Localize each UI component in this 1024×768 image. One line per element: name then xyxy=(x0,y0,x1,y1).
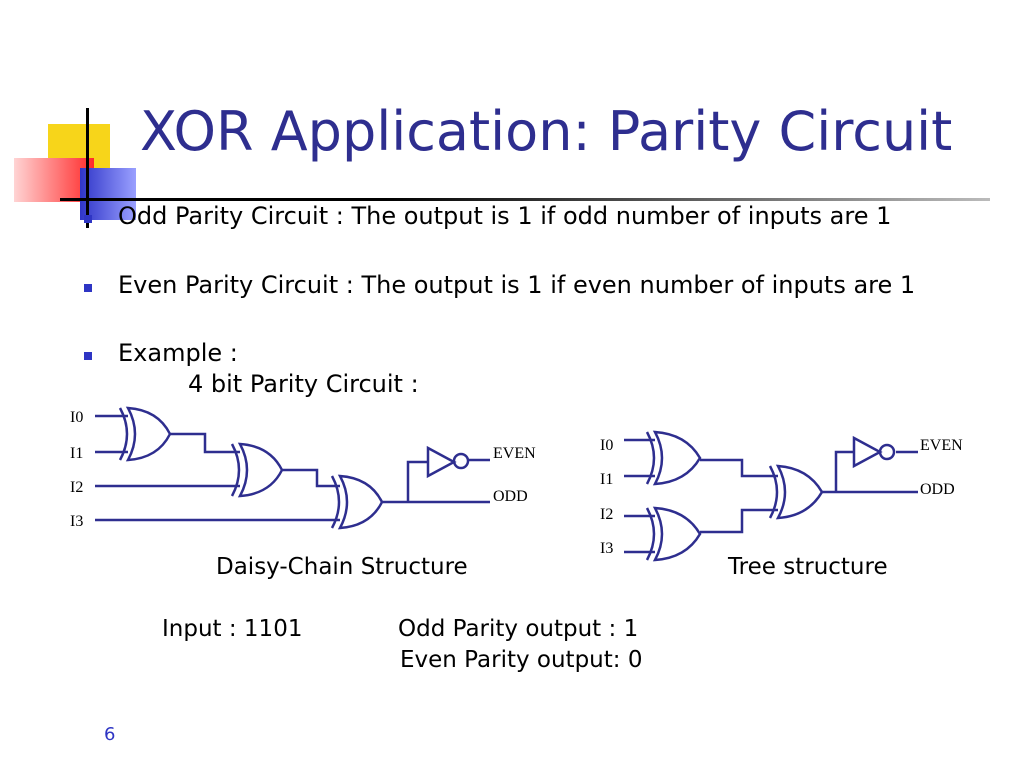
xor-gate-b-back xyxy=(645,507,656,561)
not-gate-bubble xyxy=(878,443,896,461)
xor-gate-c-back xyxy=(768,465,779,519)
xor-gate-1 xyxy=(125,406,172,462)
tree-output-label: ODD xyxy=(920,481,955,498)
daisy-wires xyxy=(95,414,490,522)
xor-gate-c xyxy=(775,464,824,520)
not-gate xyxy=(852,435,883,469)
daisy-labels: I0 I1 I2 I3 EVEN ODD xyxy=(70,409,536,530)
xor-gate-a xyxy=(652,430,702,486)
daisy-chain-caption: Daisy-Chain Structure xyxy=(216,554,468,580)
xor-gate-1-back xyxy=(118,407,129,461)
tree-output-label: EVEN xyxy=(920,437,963,454)
tree-circuit xyxy=(624,430,918,562)
page-number: 6 xyxy=(104,724,116,745)
even-parity-output: Even Parity output: 0 xyxy=(400,647,643,673)
example-input: Input : 1101 xyxy=(162,616,303,642)
bullet-subtext: 4 bit Parity Circuit : xyxy=(188,370,419,398)
tree-input-label: I1 xyxy=(600,471,613,488)
daisy-input-label: I2 xyxy=(70,479,83,496)
daisy-output-label: ODD xyxy=(493,488,528,505)
decor-vertical-line xyxy=(86,108,89,228)
bullet-marker-icon xyxy=(84,215,92,223)
daisy-output-label: EVEN xyxy=(493,445,536,462)
bullet-marker-icon xyxy=(84,284,92,292)
bullet-text: Even Parity Circuit : The output is 1 if… xyxy=(118,271,916,299)
slide-title: XOR Application: Parity Circuit xyxy=(140,100,953,163)
daisy-input-label: I3 xyxy=(70,513,83,530)
bullet-marker-icon xyxy=(84,352,92,360)
bullet-text: Example : xyxy=(118,339,238,367)
decor-blue-square xyxy=(80,168,136,220)
xor-gate-b xyxy=(652,506,702,562)
bullet-text: Odd Parity Circuit : The output is 1 if … xyxy=(118,202,892,230)
tree-input-label: I2 xyxy=(600,506,613,523)
daisy-chain-circuit xyxy=(95,406,490,530)
title-underline xyxy=(60,198,990,201)
xor-gate-3 xyxy=(337,474,384,530)
bullet-even-parity: Even Parity Circuit : The output is 1 if… xyxy=(84,270,918,301)
xor-gate-3-back xyxy=(330,475,341,529)
not-gate xyxy=(426,445,457,479)
bullet-odd-parity: Odd Parity Circuit : The output is 1 if … xyxy=(84,201,918,232)
daisy-input-label: I1 xyxy=(70,445,83,462)
tree-labels: I0 I1 I2 I3 EVEN ODD xyxy=(600,437,963,557)
tree-input-label: I3 xyxy=(600,540,613,557)
not-gate-bubble xyxy=(452,452,470,470)
odd-parity-output: Odd Parity output : 1 xyxy=(398,616,639,642)
xor-gate-2 xyxy=(237,442,284,498)
tree-caption: Tree structure xyxy=(728,554,888,580)
tree-wires xyxy=(624,438,918,554)
tree-input-label: I0 xyxy=(600,437,613,454)
xor-gate-2-back xyxy=(230,443,241,497)
bullet-example: Example : 4 bit Parity Circuit : xyxy=(84,338,918,400)
xor-gate-a-back xyxy=(645,431,656,485)
daisy-input-label: I0 xyxy=(70,409,83,426)
